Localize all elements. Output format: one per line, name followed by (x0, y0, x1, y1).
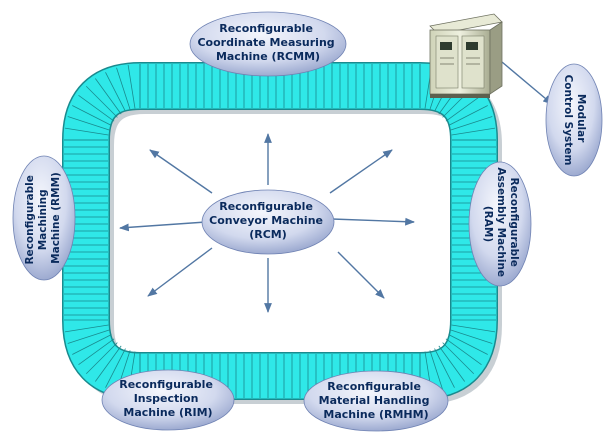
conveyor-slat (67, 116, 110, 131)
conveyor-slat (438, 345, 465, 382)
rcm-label: Reconfigurable Conveyor Machine (RCM) (209, 200, 327, 241)
node-rcm: Reconfigurable Conveyor Machine (RCM) (201, 189, 335, 255)
node-rim: Reconfigurable Inspection Machine (RIM) (101, 369, 235, 431)
node-modular-control-system: Modular Control System (545, 63, 603, 177)
node-rmhm: Reconfigurable Material Handling Machine… (303, 370, 449, 432)
conveyor-slat (64, 324, 109, 333)
conveyor-slat (445, 95, 482, 122)
conveyor-slat (67, 329, 110, 344)
conveyor-slat (127, 64, 136, 109)
conveyor-slat (78, 95, 115, 122)
conveyor-slat (105, 348, 126, 388)
conveyor-slat (434, 348, 455, 388)
conveyor-slat (95, 345, 122, 382)
arrow-to-top-right (329, 149, 393, 194)
conveyor-slat (442, 342, 475, 375)
arrow-to-control-system (501, 61, 553, 105)
conveyor-slat (85, 85, 118, 118)
rim-label: Reconfigurable Inspection Machine (RIM) (119, 378, 217, 419)
arrow-to-left (119, 221, 207, 232)
conveyor-slat (85, 342, 118, 375)
conveyor-slat (105, 72, 126, 112)
conveyor-slat (429, 350, 444, 393)
ram-label: Reconfigurable Assembly Machine (RAM) (482, 167, 520, 280)
arrow-to-right (331, 217, 415, 226)
conveyor-slat (448, 105, 488, 126)
conveyor-slat (451, 127, 496, 136)
conveyor-slat (116, 67, 131, 110)
conveyor-slat (78, 338, 115, 365)
node-ram: Reconfigurable Assembly Machine (RAM) (468, 161, 532, 287)
conveyor-slat (451, 324, 496, 333)
modular-label: Modular Control System (562, 75, 587, 166)
arrow-to-bottom-left (147, 247, 213, 297)
flow-arrows (119, 61, 553, 313)
node-rmm: Reconfigurable Machining Machine (RMM) (12, 155, 76, 281)
conveyor-slat (72, 334, 112, 355)
conveyor-slat (64, 127, 109, 136)
conveyor-slat (450, 116, 493, 131)
conveyor-slat (95, 78, 122, 115)
conveyor-slat (445, 338, 482, 365)
rmm-label: Reconfigurable Machining Machine (RMM) (24, 171, 62, 264)
conveyor-slat (72, 105, 112, 126)
rmhm-label: Reconfigurable Material Handling Machine… (319, 380, 434, 421)
arrow-to-top-left (149, 149, 213, 194)
conveyor-slat (448, 334, 488, 355)
rcmm-label: Reconfigurable Coordinate Measuring Mach… (197, 22, 338, 63)
control-cabinet-icon (429, 13, 503, 98)
node-rcmm: Reconfigurable Coordinate Measuring Mach… (189, 11, 347, 77)
arrow-to-bottom-right (337, 251, 385, 299)
conveyor-loop (62, 62, 502, 404)
conveyor-slat (450, 329, 493, 344)
